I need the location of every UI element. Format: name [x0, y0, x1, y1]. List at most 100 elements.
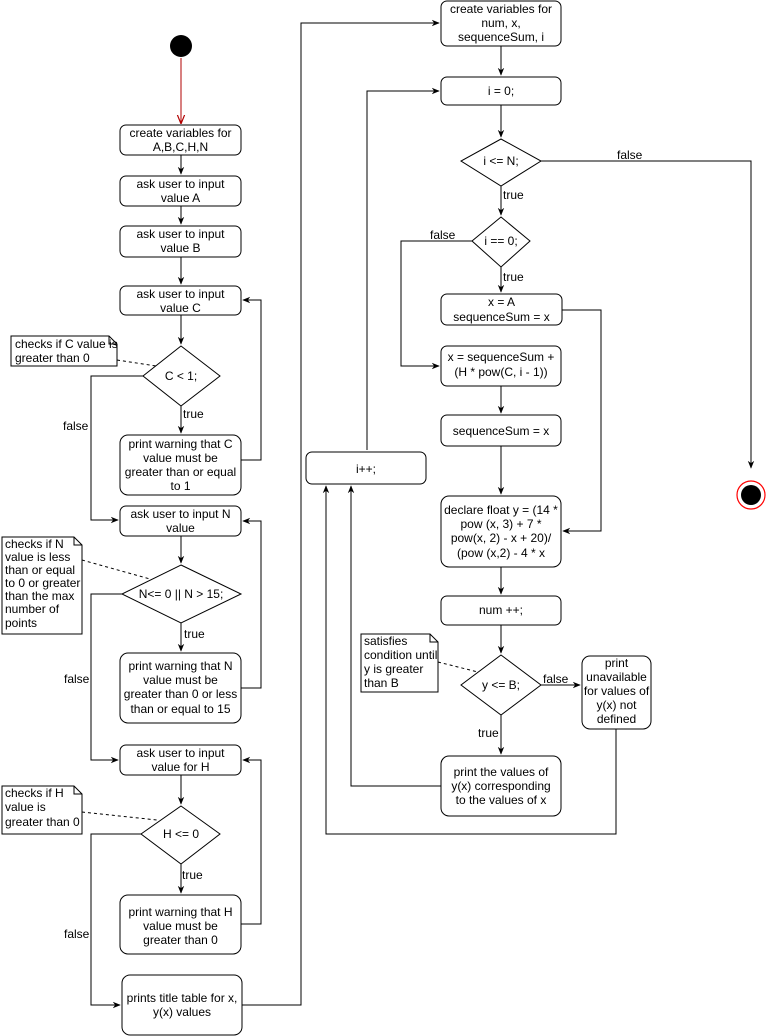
- label-c-false: false: [63, 419, 89, 433]
- note-yb-line: than B: [364, 676, 399, 690]
- svg-text:value: value: [166, 521, 195, 535]
- note-n-line: points: [5, 616, 37, 630]
- note-h: checks if H value is greater than 0: [1, 785, 158, 835]
- svg-text:y(x) corresponding: y(x) corresponding: [451, 779, 550, 793]
- note-c: checks if C value is greater than 0: [10, 335, 157, 367]
- svg-text:num ++;: num ++;: [479, 603, 523, 617]
- note-yb-line: condition until: [364, 648, 437, 662]
- node-i-increment: i++;: [305, 451, 427, 485]
- end-node: [736, 480, 766, 510]
- svg-text:y(x) values: y(x) values: [153, 1005, 211, 1019]
- label-i0-true: true: [503, 270, 524, 284]
- decision-n: N<= 0 || N > 15;: [120, 564, 243, 624]
- svg-text:print the values of: print the values of: [454, 765, 549, 779]
- node-warn-h: print warning that H value must be great…: [119, 894, 242, 955]
- svg-text:prints title table for x,: prints title table for x,: [127, 991, 238, 1005]
- decision-h: H <= 0: [140, 805, 221, 865]
- svg-text:(pow (x,2) - 4 * x: (pow (x,2) - 4 * x: [457, 546, 545, 560]
- node-declare-y: declare float y = (14 * pow (x, 3) + 7 *…: [440, 495, 562, 568]
- note-h-line: value is: [5, 800, 46, 814]
- left-edges: [90, 19, 440, 1009]
- note-h-line: checks if H: [5, 786, 64, 800]
- svg-text:unavailable: unavailable: [586, 670, 647, 684]
- label-in-false: false: [617, 148, 643, 162]
- label-in-true: true: [503, 188, 524, 202]
- note-yb-line: satisfies: [364, 634, 407, 648]
- node-create-vars-abchn: create variables for A,B,C,H,N: [119, 124, 242, 156]
- svg-text:defined: defined: [597, 712, 636, 726]
- svg-text:print warning that C: print warning that C: [128, 437, 232, 451]
- decision-i-eq-0: i == 0;: [471, 216, 531, 268]
- svg-text:num, x,: num, x,: [481, 16, 520, 30]
- node-x-sequence: x = sequenceSum + (H * pow(C, i - 1)): [440, 345, 562, 387]
- node-x-eq-a: x = A sequenceSum = x: [440, 293, 563, 326]
- label-yb-false: false: [543, 672, 569, 686]
- svg-text:sequenceSum = x: sequenceSum = x: [453, 424, 549, 438]
- node-sequencesum-eq-x: sequenceSum = x: [440, 414, 562, 447]
- node-create-vars-num: create variables for num, x, sequenceSum…: [440, 0, 562, 47]
- svg-text:i++;: i++;: [356, 462, 376, 476]
- node-input-a: ask user to input value A: [119, 175, 242, 207]
- svg-text:(H * pow(C, i - 1)): (H * pow(C, i - 1)): [454, 365, 547, 379]
- label-yb-true: true: [478, 726, 499, 740]
- label-i0-false: false: [430, 228, 456, 242]
- svg-text:ask user to input: ask user to input: [136, 287, 225, 301]
- svg-text:value must be: value must be: [143, 919, 218, 933]
- svg-text:value must be: value must be: [143, 451, 218, 465]
- svg-text:value must be: value must be: [143, 673, 218, 687]
- note-n-line: than the max: [5, 589, 74, 603]
- node-input-n: ask user to input N value: [119, 505, 242, 537]
- node-input-b: ask user to input value B: [119, 225, 242, 258]
- svg-text:y(x) not: y(x) not: [596, 698, 637, 712]
- note-c-line: checks if C value is: [15, 337, 118, 351]
- node-input-h: ask user to input value for H: [119, 744, 242, 776]
- note-n-line: checks if N: [5, 537, 64, 551]
- svg-text:greater than or equal: greater than or equal: [125, 465, 236, 479]
- svg-text:value C: value C: [160, 301, 201, 315]
- svg-text:to 1: to 1: [170, 479, 190, 493]
- svg-text:sequenceSum, i: sequenceSum, i: [458, 30, 544, 44]
- label-n-false: false: [64, 672, 90, 686]
- svg-text:ask user to input: ask user to input: [136, 746, 225, 760]
- decision-i-le-n: i <= N;: [460, 138, 542, 187]
- svg-text:declare float y = (14 *: declare float y = (14 *: [444, 503, 558, 517]
- node-print-y-values: print the values of y(x) corresponding t…: [440, 755, 562, 817]
- svg-text:create variables for: create variables for: [129, 126, 231, 140]
- node-i-init: i = 0;: [440, 76, 562, 106]
- svg-text:x = A: x = A: [488, 295, 515, 309]
- note-h-line: greater than 0: [5, 815, 80, 829]
- svg-text:N<= 0 || N > 15;: N<= 0 || N > 15;: [139, 587, 224, 601]
- svg-text:for values of: for values of: [584, 684, 650, 698]
- svg-text:print warning that H: print warning that H: [128, 905, 232, 919]
- svg-text:C < 1;: C < 1;: [165, 369, 197, 383]
- node-print-title: prints title table for x, y(x) values: [121, 974, 243, 1036]
- svg-text:value A: value A: [161, 191, 200, 205]
- svg-text:x = sequenceSum +: x = sequenceSum +: [448, 350, 555, 364]
- svg-text:print warning that N: print warning that N: [128, 659, 232, 673]
- label-h-true: true: [182, 868, 203, 882]
- svg-text:H <= 0: H <= 0: [163, 827, 199, 841]
- svg-text:to the values of x: to the values of x: [456, 793, 547, 807]
- svg-text:ask user to input: ask user to input: [136, 227, 225, 241]
- label-n-true: true: [184, 627, 205, 641]
- note-n-line: than or equal: [5, 563, 75, 577]
- svg-text:create variables for: create variables for: [450, 2, 552, 16]
- node-input-c: ask user to input value C: [119, 285, 242, 316]
- edge-labels: true false true false true false true fa…: [63, 148, 643, 941]
- decision-y-le-b: y <= B;: [460, 654, 542, 716]
- start-node: [170, 35, 192, 57]
- svg-text:print: print: [605, 656, 629, 670]
- note-n-line: to 0 or greater: [5, 576, 80, 590]
- node-warn-c: print warning that C value must be great…: [119, 434, 242, 496]
- svg-text:pow(x, 2) - x + 20)/: pow(x, 2) - x + 20)/: [451, 531, 552, 545]
- svg-text:i <= N;: i <= N;: [483, 154, 518, 168]
- note-c-line: greater than 0: [15, 351, 90, 365]
- svg-text:value for H: value for H: [151, 760, 209, 774]
- svg-text:value B: value B: [160, 241, 200, 255]
- svg-text:greater than 0: greater than 0: [143, 933, 218, 947]
- svg-text:i = 0;: i = 0;: [488, 84, 514, 98]
- note-n: checks if N value is less than or equal …: [1, 536, 151, 635]
- node-num-increment: num ++;: [440, 595, 562, 626]
- svg-text:than or equal to 15: than or equal to 15: [130, 702, 230, 716]
